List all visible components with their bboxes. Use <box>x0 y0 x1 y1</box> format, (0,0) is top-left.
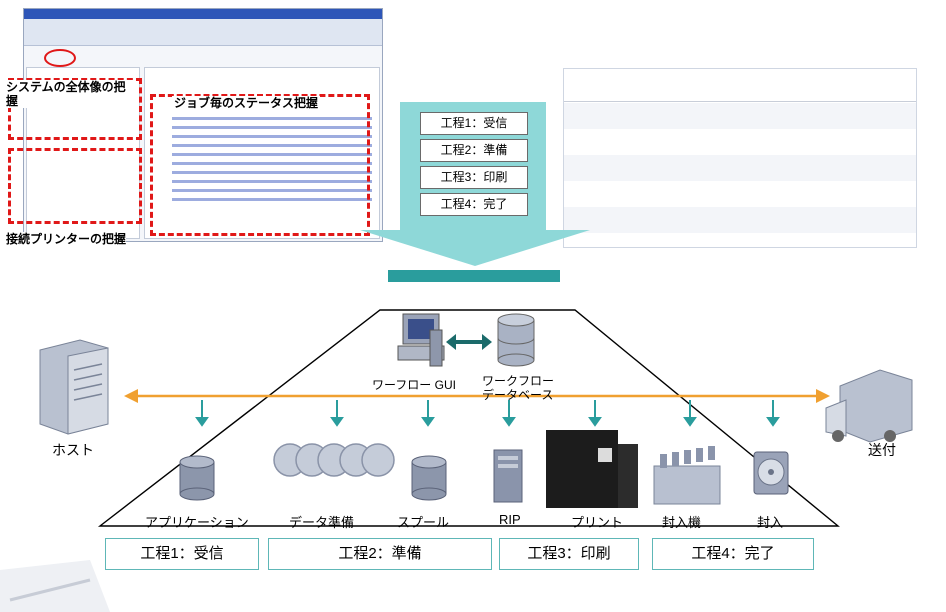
job-status-highlight <box>150 94 370 236</box>
spool-label: スプール <box>397 515 450 530</box>
workflow-database-icon <box>497 313 535 367</box>
process-arrow-head <box>360 230 590 266</box>
window-toolbar <box>24 19 382 46</box>
phase-4-box: 工程4：完了 <box>652 538 814 570</box>
host-server-icon <box>39 339 109 435</box>
table-row <box>564 129 916 155</box>
table-row <box>564 103 916 129</box>
decorative-pen-paper-image <box>0 560 110 612</box>
application-storage-icon <box>179 455 215 501</box>
gui-db-link-icon <box>446 334 492 350</box>
record-indicator-icon <box>44 49 76 67</box>
workflow-gui-computer-icon <box>397 313 445 367</box>
workflow-diagram <box>39 309 913 527</box>
print-label: プリント <box>571 515 624 530</box>
phase-2-box: 工程2：準備 <box>268 538 492 570</box>
workflow-db-label-1: ワークフロー <box>482 374 555 388</box>
data-prep-gears-icon <box>273 443 395 477</box>
workflow-gui-label: ワーフロー GUI <box>372 378 456 392</box>
arrow-step-3: 工程3：印刷 <box>420 166 528 189</box>
window-title-bar <box>24 9 382 19</box>
inserter-label: 封入機 <box>662 515 702 530</box>
process-arrow: 工程1：受信 工程2：準備 工程3：印刷 工程4：完了 <box>400 102 546 232</box>
orange-arrow-left-head <box>124 389 138 403</box>
system-overview-label: システムの全体像の把握 <box>6 80 136 108</box>
job-list-rows <box>172 117 372 207</box>
host-label: ホスト <box>52 442 94 458</box>
printers-label: 接続プリンターの把握 <box>6 232 127 246</box>
send-label: 送付 <box>868 442 896 458</box>
orange-arrow-right-head <box>816 389 830 403</box>
insert-label: 封入 <box>757 515 784 530</box>
inserter-machine-icon <box>653 446 721 505</box>
insert-disc-icon <box>753 451 789 495</box>
phase-1-box: 工程1：受信 <box>105 538 259 570</box>
arrow-step-1: 工程1：受信 <box>420 112 528 135</box>
rip-label: RIP <box>499 512 521 527</box>
data-prep-label: データ準備 <box>289 515 355 530</box>
up-bar <box>388 270 560 282</box>
spool-storage-icon <box>411 455 447 501</box>
table-row <box>564 207 916 233</box>
application-label: アプリケーション <box>145 515 249 530</box>
workflow-db-label-2: データベース <box>482 388 554 402</box>
table-row <box>564 181 916 207</box>
arrow-step-2: 工程2：準備 <box>420 139 528 162</box>
system-overview-highlight <box>8 78 142 140</box>
production-printer-icon <box>546 430 638 508</box>
job-status-label: ジョブ毎のステータス把握 <box>172 96 321 110</box>
phase-3-box: 工程3：印刷 <box>499 538 639 570</box>
rip-server-icon <box>493 449 523 503</box>
workflow-trapezoid <box>97 309 840 527</box>
status-summary-table <box>563 68 917 248</box>
arrow-step-4: 工程4：完了 <box>420 193 528 216</box>
delivery-truck-icon <box>825 369 913 443</box>
printers-highlight <box>8 148 142 224</box>
table-divider <box>564 101 916 102</box>
table-row <box>564 155 916 181</box>
